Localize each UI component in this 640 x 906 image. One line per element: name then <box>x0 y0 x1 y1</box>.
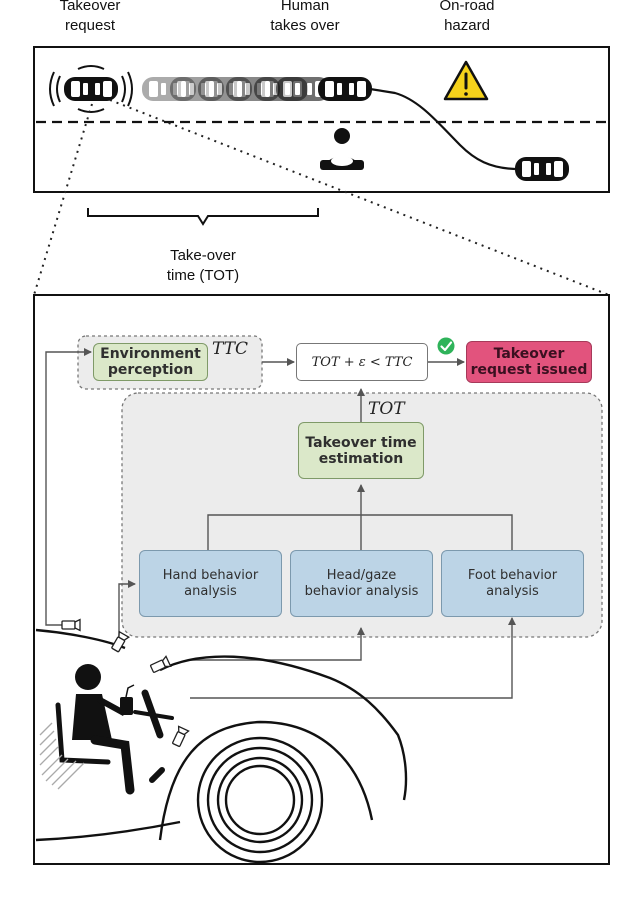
driver-icon <box>320 128 364 170</box>
warning-icon <box>443 60 489 101</box>
car-motion-trail <box>142 77 330 101</box>
ttc-label: TTC <box>212 339 249 359</box>
lane-change-trajectory <box>369 87 516 171</box>
car-body-illustration <box>35 628 408 864</box>
driver-icon <box>72 664 174 795</box>
seat <box>39 702 111 790</box>
flow-connectors <box>45 348 516 699</box>
zoom-line-right <box>109 99 610 296</box>
car-icon <box>515 157 569 181</box>
signal-waves <box>49 65 133 113</box>
tot-inequality-box: TOT + ε < TTC <box>296 343 428 381</box>
car-icon <box>64 77 118 101</box>
car-icon <box>318 77 372 101</box>
zoom-line-left <box>33 103 93 296</box>
camera-icon <box>61 618 81 632</box>
tot-brace <box>87 208 319 226</box>
tot-estimate-label: TOT <box>368 399 405 419</box>
check-icon <box>437 337 455 355</box>
